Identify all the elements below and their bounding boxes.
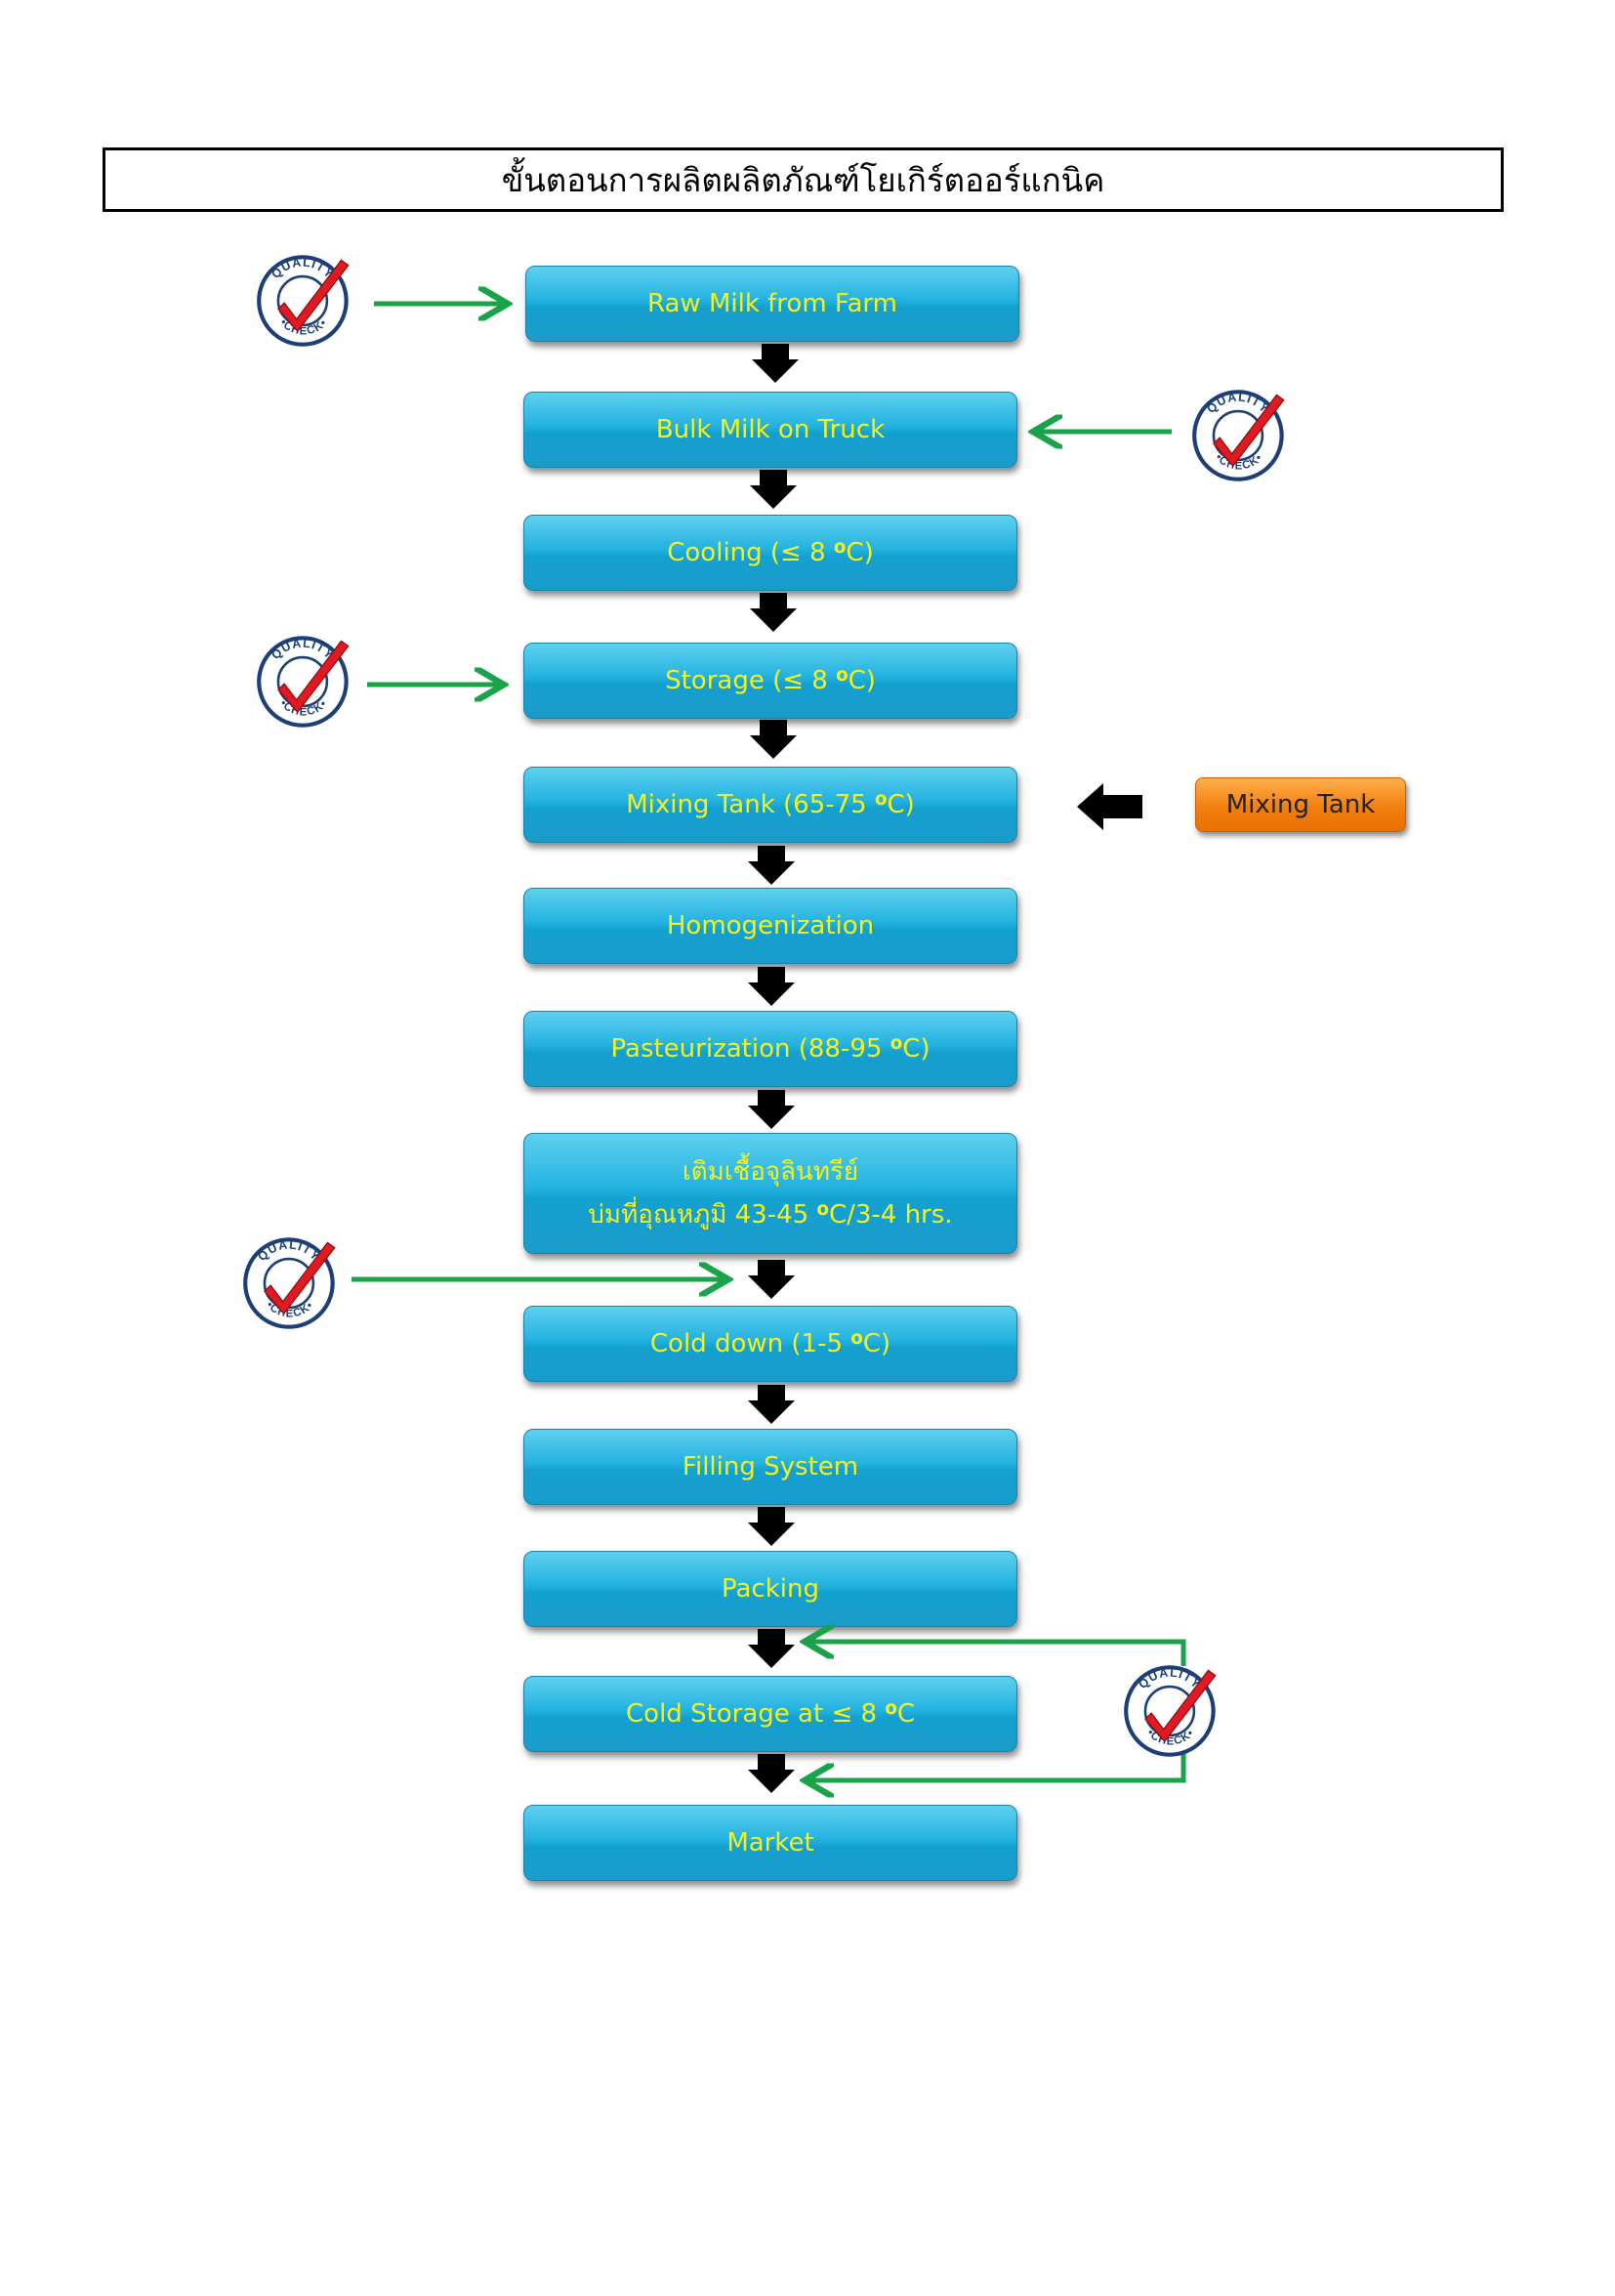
- flow-arrow: [748, 1385, 795, 1424]
- quality-check-loop: [807, 1754, 1186, 1780]
- step-label-line2: บ่มที่อุณหภูมิ 43-45 oC/3-4 hrs.: [588, 1198, 953, 1230]
- quality-check-icon: QUALITY•CHECK•: [1189, 385, 1291, 486]
- quality-check-icon: QUALITY•CHECK•: [1121, 1660, 1222, 1762]
- step-label: Storage (≤ 8 oC): [665, 664, 876, 695]
- quality-check-icon: QUALITY•CHECK•: [254, 631, 355, 732]
- step-cold-storage: Cold Storage at ≤ 8 oC: [523, 1676, 1017, 1752]
- step-label: Mixing Tank (65-75 oC): [626, 788, 915, 819]
- flow-arrow: [750, 470, 797, 509]
- step-raw-milk: Raw Milk from Farm: [525, 266, 1019, 342]
- step-storage: Storage (≤ 8 oC): [523, 643, 1017, 719]
- step-label: Filling System: [682, 1451, 859, 1482]
- step-inoculation-incubation: เติมเชื้อจุลินทรีย์ บ่มที่อุณหภูมิ 43-45…: [523, 1133, 1017, 1254]
- flow-arrow: [752, 344, 799, 383]
- step-label: Cooling (≤ 8 oC): [667, 536, 874, 567]
- mixing-tank-input-label: Mixing Tank: [1225, 790, 1376, 819]
- step-homogenization: Homogenization: [523, 888, 1017, 964]
- step-label: Packing: [721, 1573, 819, 1604]
- step-label: Pasteurization (88-95 oC): [610, 1032, 931, 1064]
- flow-arrow: [748, 1090, 795, 1129]
- step-label-line1: เติมเชื้อจุลินทรีย์: [682, 1156, 859, 1187]
- step-label: Cold Storage at ≤ 8 oC: [626, 1697, 915, 1729]
- step-label: Market: [726, 1827, 814, 1858]
- quality-check-icon: QUALITY•CHECK•: [240, 1232, 342, 1334]
- step-market: Market: [523, 1805, 1017, 1881]
- step-bulk-milk: Bulk Milk on Truck: [523, 392, 1017, 468]
- input-arrow: [1077, 783, 1142, 830]
- mixing-tank-input-box: Mixing Tank: [1195, 777, 1406, 832]
- flow-arrow: [748, 1260, 795, 1299]
- quality-check-icon: QUALITY•CHECK•: [254, 250, 355, 352]
- flow-arrow: [750, 593, 797, 632]
- step-filling-system: Filling System: [523, 1429, 1017, 1505]
- step-label: Bulk Milk on Truck: [655, 414, 886, 444]
- step-cold-down: Cold down (1-5 oC): [523, 1306, 1017, 1382]
- flow-arrow: [748, 846, 795, 885]
- step-packing: Packing: [523, 1551, 1017, 1627]
- quality-check-loop: [807, 1642, 1186, 1666]
- step-pasteurization: Pasteurization (88-95 oC): [523, 1011, 1017, 1087]
- step-cooling: Cooling (≤ 8 oC): [523, 515, 1017, 591]
- flow-arrow: [748, 1629, 795, 1668]
- flow-arrow: [748, 1507, 795, 1546]
- flow-arrow: [748, 967, 795, 1006]
- step-label: Homogenization: [666, 910, 875, 940]
- step-mixing-tank: Mixing Tank (65-75 oC): [523, 767, 1017, 843]
- page-title: ขั้นตอนการผลิตผลิตภัณฑ์โยเกิร์ตออร์แกนิค: [103, 147, 1504, 212]
- step-label: Raw Milk from Farm: [647, 288, 897, 318]
- flow-arrow: [750, 720, 797, 759]
- flow-arrow: [748, 1754, 795, 1793]
- step-label: Cold down (1-5 oC): [649, 1327, 891, 1358]
